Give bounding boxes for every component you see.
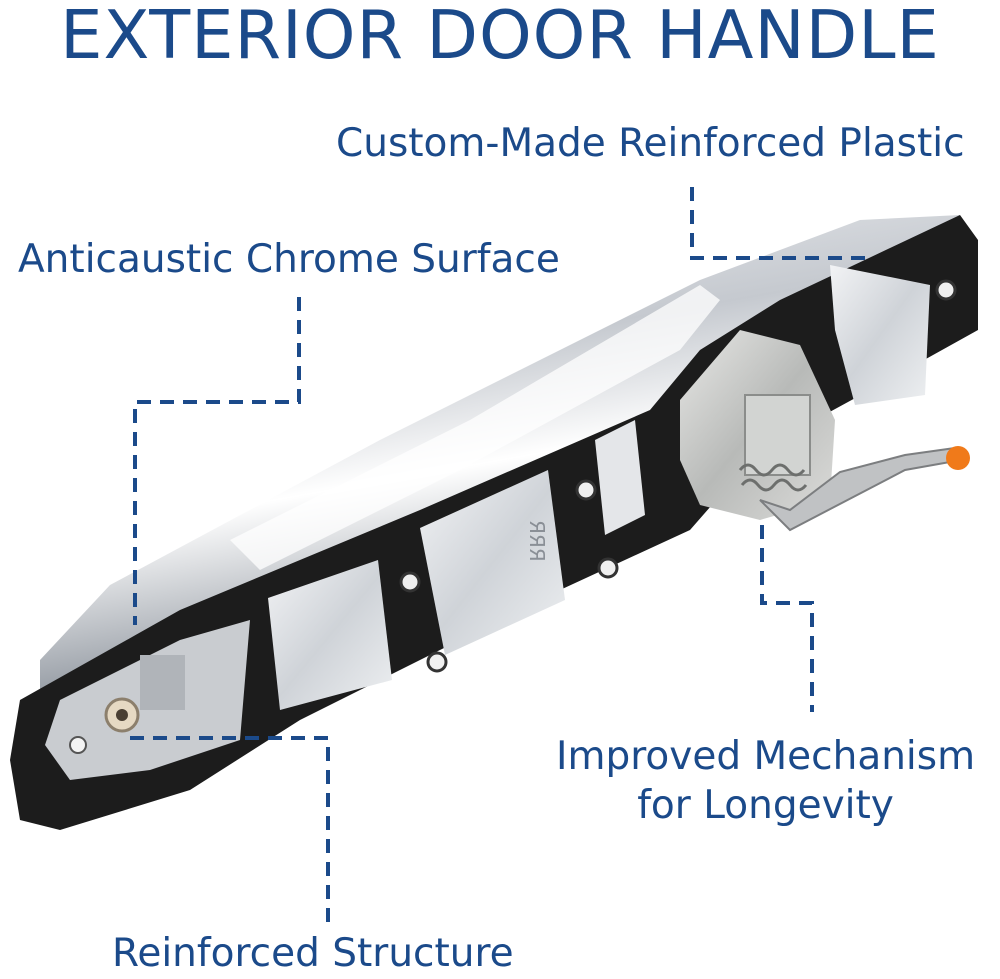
spring-icon bbox=[738, 463, 808, 492]
plastic-clip bbox=[595, 420, 645, 535]
callout-improved-mechanism: Improved Mechanism for Longevity bbox=[556, 733, 975, 831]
leader-chrome bbox=[133, 297, 301, 625]
leader-plastic bbox=[690, 187, 868, 260]
mount-screws bbox=[399, 279, 957, 673]
leader-structure bbox=[130, 736, 330, 930]
spring-block bbox=[744, 394, 811, 476]
callout-reinforced-plastic: Custom-Made Reinforced Plastic bbox=[336, 121, 965, 166]
chrome-grip-highlight bbox=[230, 285, 720, 570]
left-screw-icon bbox=[69, 736, 87, 754]
callout-mechanism-line2: for Longevity bbox=[637, 782, 894, 828]
callout-mechanism-line1: Improved Mechanism bbox=[556, 734, 976, 779]
leader-lines bbox=[130, 187, 868, 930]
page-title: EXTERIOR DOOR HANDLE bbox=[60, 0, 940, 74]
chrome-pad-left bbox=[268, 560, 392, 710]
callout-chrome-surface: Anticaustic Chrome Surface bbox=[18, 237, 560, 282]
orange-tab-icon bbox=[946, 446, 970, 470]
chrome-pad-right bbox=[830, 265, 930, 405]
callout-reinforced-structure: Reinforced Structure bbox=[112, 931, 514, 976]
plate-imprint: ЯЯЯ bbox=[525, 520, 549, 562]
center-plate bbox=[420, 470, 565, 655]
leader-mechanism bbox=[760, 525, 814, 712]
